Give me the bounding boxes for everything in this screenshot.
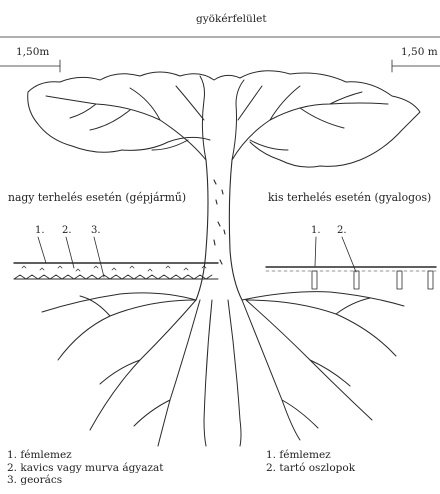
heavy-marker-1: 1. [35,225,45,237]
heavy-marker-2: 2. [62,225,72,237]
light-load-legend: 1. fémlemez 2. tartó oszlopok [266,449,355,474]
heavy-load-caption: nagy terhelés esetén (gépjármű) [8,192,186,204]
dimension-right-label: 1,50 m [401,46,438,58]
root-zone-title: gyökérfelület [196,13,267,25]
dimension-left-label: 1,50m [16,46,49,58]
heavy-marker-3: 3. [91,225,101,237]
legend-item: 1. fémlemez [266,449,355,462]
roots [42,292,404,446]
branches [46,76,388,160]
light-marker-2: 2. [337,225,347,237]
light-load-section [266,237,436,289]
legend-item: 3. georács [7,474,164,487]
heavy-load-section [14,237,218,279]
canopy-outline [28,71,420,167]
legend-item: 2. tartó oszlopok [266,462,355,475]
legend-item: 1. fémlemez [7,449,164,462]
dimension-lines [0,37,440,72]
light-load-caption: kis terhelés esetén (gyalogos) [268,192,431,204]
light-marker-1: 1. [311,225,321,237]
heavy-load-legend: 1. fémlemez 2. kavics vagy murva ágyazat… [7,449,164,487]
legend-item: 2. kavics vagy murva ágyazat [7,462,164,475]
